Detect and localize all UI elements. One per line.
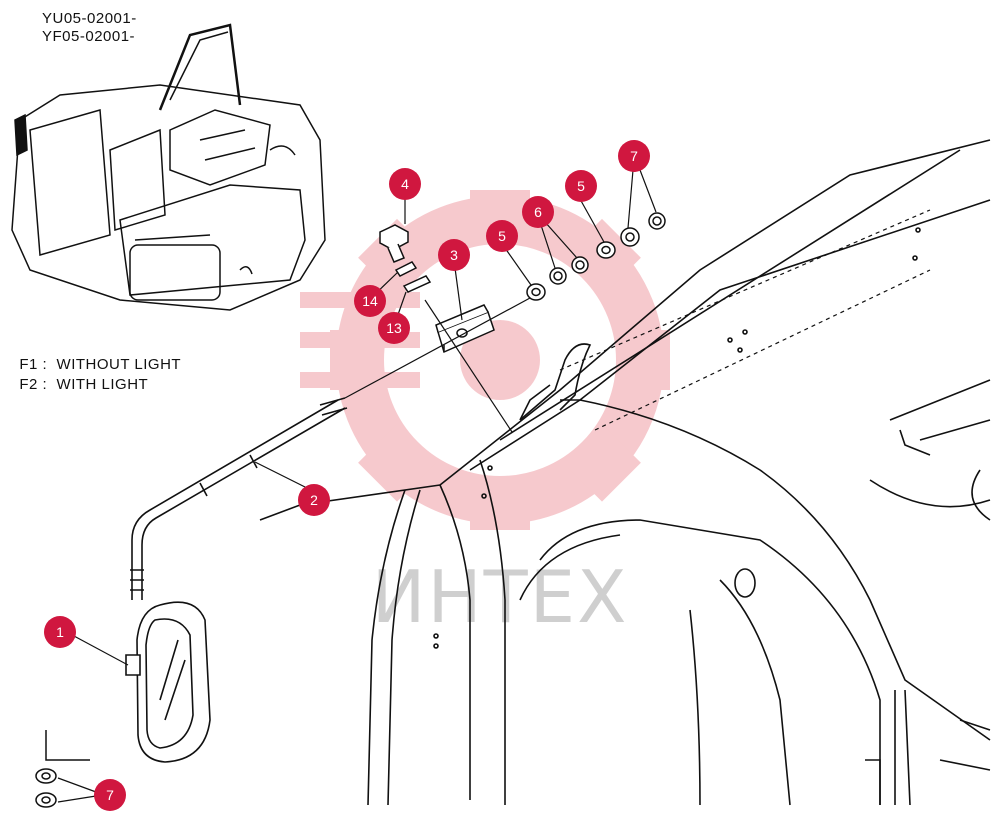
svg-text:4: 4 bbox=[401, 176, 409, 192]
washers-and-nuts bbox=[526, 212, 666, 301]
watermark-text: ИНТЕХ bbox=[372, 555, 629, 639]
callout-7b: 7 bbox=[94, 779, 126, 811]
svg-text:7: 7 bbox=[630, 148, 638, 164]
bracket-guide-line bbox=[424, 299, 513, 433]
callout-5b: 5 bbox=[565, 170, 597, 202]
legend-f2-text: WITH LIGHT bbox=[56, 376, 149, 393]
assembly-line bbox=[344, 297, 531, 399]
mirror bbox=[125, 601, 211, 763]
legend-f1-text: WITHOUT LIGHT bbox=[56, 356, 182, 373]
callout-7a: 7 bbox=[618, 140, 650, 172]
pins bbox=[394, 261, 432, 293]
legend-f1-code: F1 bbox=[19, 356, 38, 373]
svg-text:14: 14 bbox=[362, 293, 378, 309]
mirror-stay-rod bbox=[130, 397, 348, 600]
serial-number-2: YF05-02001- bbox=[42, 28, 136, 45]
callout-2: 2 bbox=[298, 484, 330, 516]
svg-text:2: 2 bbox=[310, 492, 318, 508]
legend-f1: F1 : WITHOUT LIGHT bbox=[19, 356, 182, 373]
callout-3: 3 bbox=[438, 239, 470, 271]
callout-1: 1 bbox=[44, 616, 76, 648]
legend-f2: F2 : WITH LIGHT bbox=[19, 376, 149, 393]
svg-text:7: 7 bbox=[106, 787, 114, 803]
hidden-lines bbox=[559, 209, 931, 431]
svg-text:13: 13 bbox=[386, 320, 402, 336]
callouts: 1 2 3 4 5 5 6 7 7 13 14 bbox=[44, 140, 650, 811]
svg-text:5: 5 bbox=[498, 228, 506, 244]
serial-number-1: YU05-02001- bbox=[42, 10, 137, 27]
callout-6: 6 bbox=[522, 196, 554, 228]
cab-structure bbox=[259, 139, 991, 806]
callout-14: 14 bbox=[354, 285, 386, 317]
svg-text:5: 5 bbox=[577, 178, 585, 194]
legend-f2-code: F2 bbox=[19, 376, 38, 393]
callout-13: 13 bbox=[378, 312, 410, 344]
nuts-bottom bbox=[35, 730, 90, 808]
svg-text:3: 3 bbox=[450, 247, 458, 263]
callout-5a: 5 bbox=[486, 220, 518, 252]
svg-text:6: 6 bbox=[534, 204, 542, 220]
callout-4: 4 bbox=[389, 168, 421, 200]
svg-text:1: 1 bbox=[56, 624, 64, 640]
excavator-thumbnail bbox=[11, 23, 326, 311]
bolt bbox=[379, 224, 409, 263]
